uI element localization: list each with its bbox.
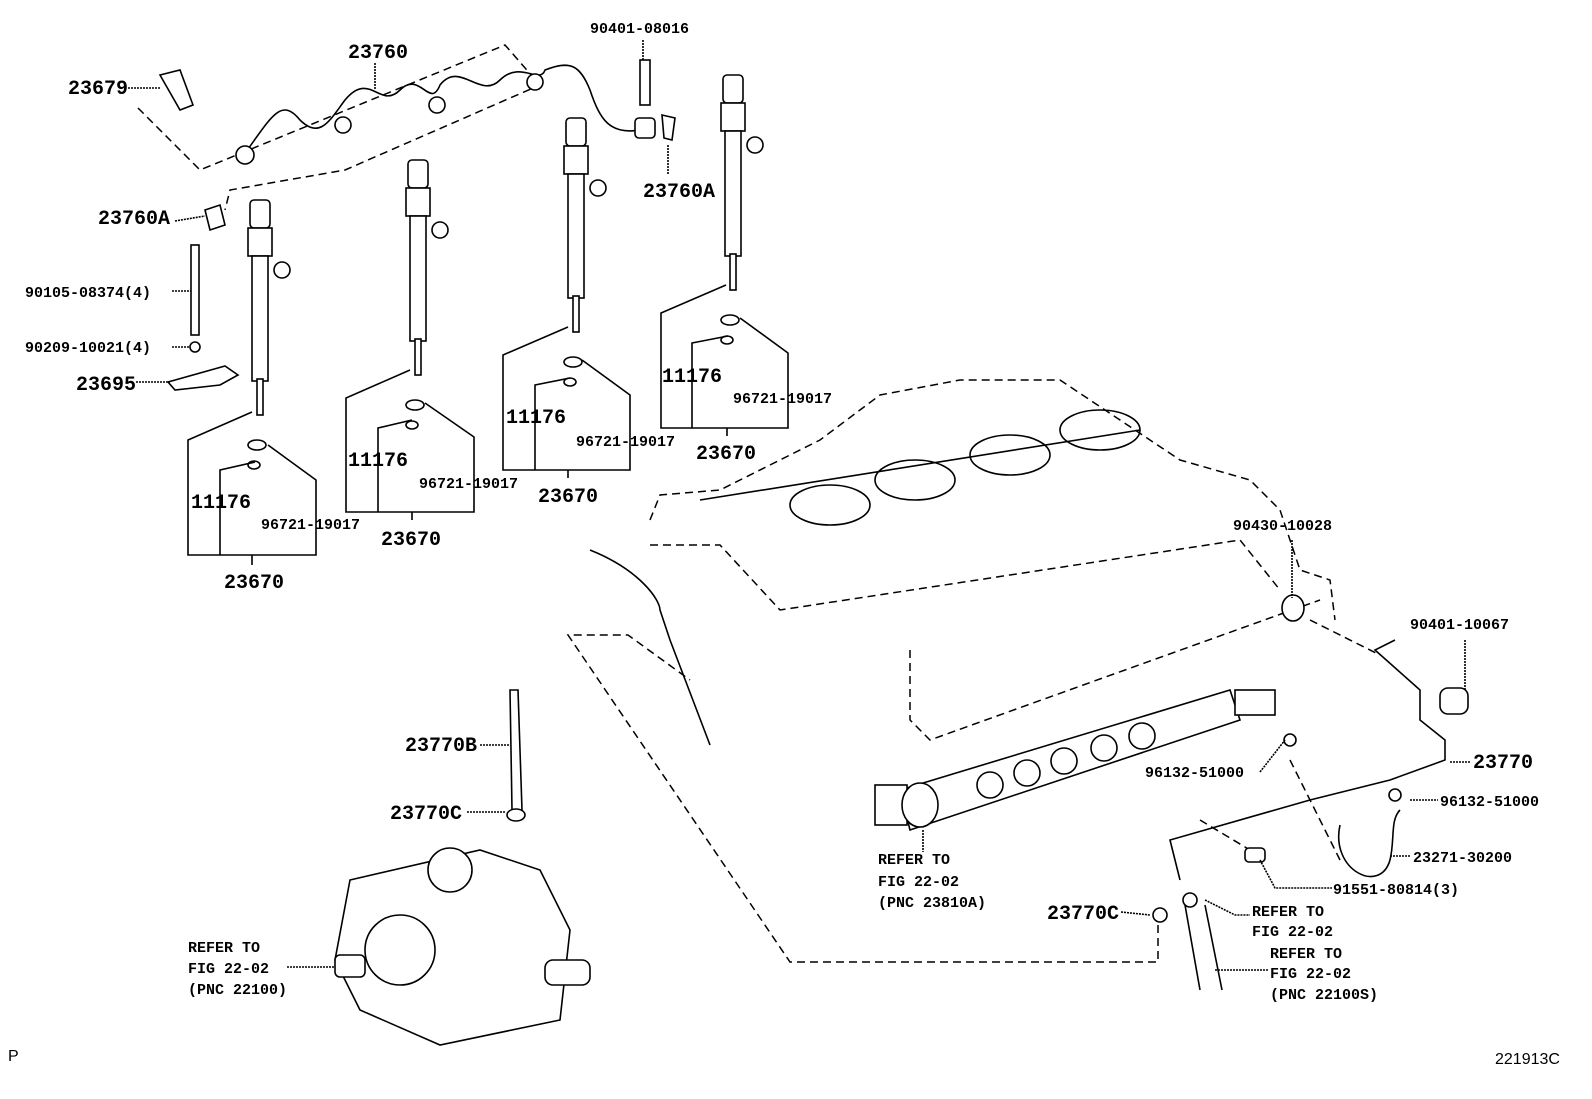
injector bbox=[247, 199, 291, 470]
refer-hose-line: FIG 22-02 bbox=[1270, 966, 1351, 983]
label-clamp-c-pump: 23770C bbox=[390, 803, 462, 826]
label-gasket: 11176 bbox=[348, 450, 408, 473]
label-injector: 23670 bbox=[696, 443, 756, 466]
label-injector: 23670 bbox=[381, 529, 441, 552]
refer-hose-line: REFER TO bbox=[1270, 946, 1342, 963]
label-rail-bolt: 90401-10067 bbox=[1410, 617, 1509, 634]
label-injector: 23670 bbox=[224, 572, 284, 595]
injector bbox=[405, 159, 449, 430]
label-gasket: 11176 bbox=[506, 407, 566, 430]
label-plug: 90430-10028 bbox=[1233, 518, 1332, 535]
label-ring: 96721-19017 bbox=[261, 517, 360, 534]
refer-pump-line: (PNC 22100) bbox=[188, 982, 287, 999]
label-ring: 96721-19017 bbox=[576, 434, 675, 451]
label-clamp-washer: 90209-10021(4) bbox=[25, 340, 151, 357]
refer-pump-line: FIG 22-02 bbox=[188, 961, 269, 978]
label-gasket: 11176 bbox=[662, 366, 722, 389]
label-fuel-pipe: 23760 bbox=[348, 42, 408, 65]
refer-rail-line: REFER TO bbox=[878, 852, 950, 869]
injection-pipe-assembly bbox=[137, 44, 676, 391]
label-nozzle-clamp: 23695 bbox=[76, 374, 136, 397]
refer-pipe-line: FIG 22-02 bbox=[1252, 924, 1333, 941]
label-top-bolt: 90401-08016 bbox=[590, 21, 689, 38]
refer-rail-line: FIG 22-02 bbox=[878, 874, 959, 891]
label-ring: 96721-19017 bbox=[733, 391, 832, 408]
label-hose: 23271-30200 bbox=[1413, 850, 1512, 867]
label-clamp-bolt: 90105-08374(4) bbox=[25, 285, 151, 302]
label-return-pipe: 23770 bbox=[1473, 752, 1533, 775]
engine-head-outline bbox=[589, 379, 1336, 746]
label-pipe-bolt: 91551-80814(3) bbox=[1333, 882, 1459, 899]
refer-pipe-line: REFER TO bbox=[1252, 904, 1324, 921]
refer-rail-line: (PNC 23810A) bbox=[878, 895, 986, 912]
label-clamp-c-rail: 23770C bbox=[1047, 903, 1119, 926]
label-clamp-right: 23760A bbox=[643, 181, 715, 204]
label-gasket: 11176 bbox=[191, 492, 251, 515]
label-clip-right: 96132-51000 bbox=[1440, 794, 1539, 811]
label-ring: 96721-19017 bbox=[419, 476, 518, 493]
refer-hose-line: (PNC 22100S) bbox=[1270, 987, 1378, 1004]
label-injector: 23670 bbox=[538, 486, 598, 509]
label-hose-b: 23770B bbox=[405, 735, 477, 758]
supply-pump bbox=[334, 689, 591, 1046]
corner-mark: P bbox=[8, 1048, 19, 1065]
label-clamp-left: 23760A bbox=[98, 208, 170, 231]
leader-lines bbox=[128, 40, 1471, 971]
label-union-bolt: 23679 bbox=[68, 78, 128, 101]
figure-id: 221913C bbox=[1495, 1051, 1560, 1068]
label-clip-left: 96132-51000 bbox=[1145, 765, 1244, 782]
injectors bbox=[247, 74, 764, 470]
injector bbox=[720, 74, 764, 345]
refer-pump-line: REFER TO bbox=[188, 940, 260, 957]
bracket-lines bbox=[187, 284, 789, 565]
common-rail bbox=[566, 594, 1469, 991]
injector bbox=[563, 117, 607, 387]
